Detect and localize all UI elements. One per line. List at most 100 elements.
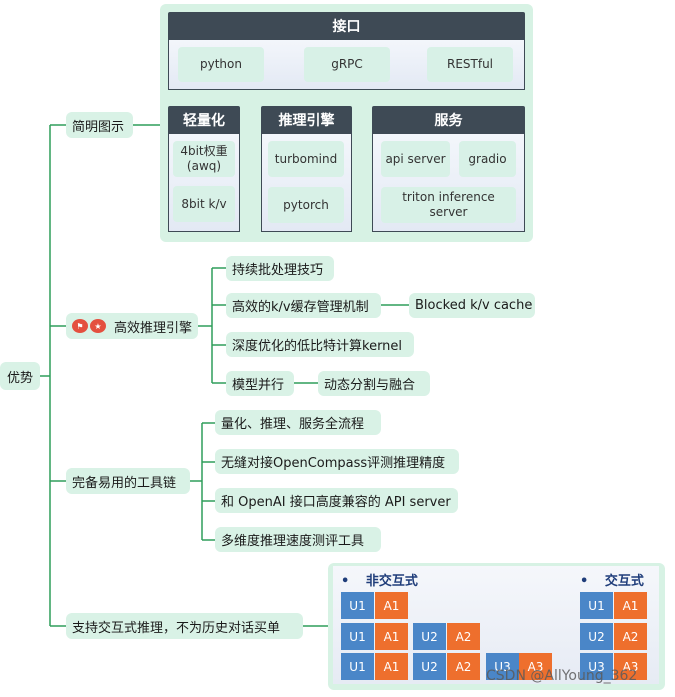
- engine-turbomind-label: turbomind: [274, 151, 338, 166]
- engine-title: 推理引擎: [278, 113, 335, 129]
- cell-label: U1: [588, 598, 605, 613]
- ni-row3-a2: A2: [447, 653, 480, 680]
- service-title: 服务: [434, 113, 463, 129]
- engine-child-2[interactable]: 高效的k/v缓存管理机制: [226, 293, 381, 318]
- interactive-heading: • 交互式: [580, 570, 644, 589]
- ni-row1-a1: A1: [375, 592, 408, 619]
- watermark: CSDN @AllYoung_362: [486, 668, 637, 684]
- interface-python-label: python: [200, 57, 242, 71]
- cell-label: U3: [494, 659, 511, 674]
- engine-child-4-sub-label: 动态分割与融合: [324, 378, 416, 393]
- non-interactive-title: 非交互式: [365, 574, 418, 589]
- ni-row2-a2: A2: [447, 623, 480, 650]
- lightweight-8bit[interactable]: 8bit k/v: [173, 186, 235, 222]
- toolchain-child-1-label: 量化、推理、服务全流程: [221, 417, 365, 432]
- cell-label: A1: [622, 598, 639, 613]
- engine-child-2-label: 高效的k/v缓存管理机制: [232, 300, 369, 315]
- ni-row3-u2: U2: [413, 653, 446, 680]
- cell-label: U1: [349, 659, 366, 674]
- ni-row3-a3: A3: [519, 653, 552, 680]
- root-node[interactable]: 优势: [0, 362, 40, 390]
- toolchain-child-1[interactable]: 量化、推理、服务全流程: [215, 410, 381, 435]
- cell-label: A1: [383, 629, 400, 644]
- engine-child-4-label: 模型并行: [232, 378, 285, 393]
- cell-label: A2: [455, 629, 472, 644]
- engine-turbomind[interactable]: turbomind: [268, 141, 344, 177]
- toolchain-child-3-label: 和 OpenAI 接口高度兼容的 API server: [221, 495, 451, 510]
- cell-label: U3: [588, 659, 605, 674]
- non-interactive-heading: • 非交互式: [341, 570, 418, 589]
- interface-grpc[interactable]: gRPC: [304, 47, 390, 82]
- ni-row2-u2: U2: [413, 623, 446, 650]
- cell-label: A2: [455, 659, 472, 674]
- engine-child-3[interactable]: 深度优化的低比特计算kernel: [226, 332, 414, 357]
- cell-label: A1: [383, 598, 400, 613]
- branch-toolchain-label: 完备易用的工具链: [72, 475, 177, 491]
- i-row1-a1: A1: [614, 592, 647, 619]
- lightweight-title: 轻量化: [183, 113, 225, 129]
- ni-row3-u1: U1: [341, 653, 374, 680]
- lightweight-4bit[interactable]: 4bit权重 (awq): [173, 141, 235, 177]
- engine-child-1[interactable]: 持续批处理技巧: [226, 256, 334, 281]
- service-triton-label: triton inference server: [402, 190, 495, 219]
- service-header: 服务: [372, 106, 525, 134]
- engine-pytorch-label: pytorch: [283, 197, 329, 212]
- toolchain-child-3[interactable]: 和 OpenAI 接口高度兼容的 API server: [215, 488, 458, 513]
- cell-label: U2: [588, 629, 605, 644]
- cell-label: U2: [421, 659, 438, 674]
- i-row2-u2: U2: [580, 623, 613, 650]
- cell-label: U1: [349, 629, 366, 644]
- engine-child-1-label: 持续批处理技巧: [232, 263, 324, 278]
- flag-icon: ⚑: [72, 319, 88, 333]
- engine-child-3-label: 深度优化的低比特计算kernel: [232, 339, 403, 354]
- cell-label: A3: [622, 659, 639, 674]
- root-label: 优势: [6, 370, 33, 386]
- service-triton[interactable]: triton inference server: [381, 187, 516, 223]
- i-row1-u1: U1: [580, 592, 613, 619]
- interface-restful[interactable]: RESTful: [427, 47, 513, 82]
- interface-restful-label: RESTful: [446, 57, 494, 71]
- interface-grpc-label: gRPC: [331, 57, 363, 71]
- cell-label: U1: [349, 598, 366, 613]
- ni-row3-a1: A1: [375, 653, 408, 680]
- branch-engine-label: 高效推理引擎: [113, 320, 192, 336]
- engine-child-4-sub[interactable]: 动态分割与融合: [318, 371, 430, 396]
- toolchain-child-2[interactable]: 无缝对接OpenCompass评测推理精度: [215, 449, 459, 474]
- ni-row3-u3: U3: [486, 653, 519, 680]
- toolchain-child-2-label: 无缝对接OpenCompass评测推理精度: [221, 456, 446, 471]
- lightweight-8bit-label: 8bit k/v: [181, 196, 227, 211]
- service-api-server[interactable]: api server: [381, 141, 450, 177]
- lightweight-header: 轻量化: [168, 106, 240, 134]
- cell-label: A1: [383, 659, 400, 674]
- interactive-title: 交互式: [604, 574, 644, 589]
- engine-header: 推理引擎: [261, 106, 352, 134]
- engine-child-4[interactable]: 模型并行: [226, 371, 294, 396]
- lightweight-4bit-label: 4bit权重 (awq): [180, 144, 228, 173]
- branch-engine[interactable]: ⚑ ★ 高效推理引擎: [66, 313, 198, 339]
- watermark-text: CSDN @AllYoung_362: [486, 668, 638, 684]
- ni-row2-u1: U1: [341, 623, 374, 650]
- service-gradio[interactable]: gradio: [459, 141, 516, 177]
- branch-interactive[interactable]: 支持交互式推理，不为历史对话买单: [66, 613, 303, 639]
- engine-pytorch[interactable]: pytorch: [268, 187, 344, 223]
- cell-label: A2: [622, 629, 639, 644]
- i-row3-u3: U3: [580, 653, 613, 680]
- cell-label: A3: [527, 659, 544, 674]
- engine-child-2-sub-label: Blocked k/v cache: [415, 298, 533, 313]
- interface-python[interactable]: python: [178, 47, 264, 82]
- i-row2-a2: A2: [614, 623, 647, 650]
- bullet-glyph: •: [341, 574, 350, 589]
- branch-diagram-label: 简明图示: [72, 119, 125, 135]
- interface-title: 接口: [332, 19, 361, 35]
- branch-interactive-label: 支持交互式推理，不为历史对话买单: [72, 620, 281, 636]
- service-gradio-label: gradio: [468, 151, 507, 166]
- service-api-server-label: api server: [385, 151, 446, 166]
- cell-label: U2: [421, 629, 438, 644]
- branch-diagram[interactable]: 简明图示: [66, 112, 133, 138]
- toolchain-child-4[interactable]: 多维度推理速度测评工具: [215, 527, 381, 552]
- engine-child-2-sub[interactable]: Blocked k/v cache: [409, 293, 535, 318]
- interface-header: 接口: [168, 12, 525, 40]
- i-row3-a3: A3: [614, 653, 647, 680]
- branch-toolchain[interactable]: 完备易用的工具链: [66, 468, 190, 494]
